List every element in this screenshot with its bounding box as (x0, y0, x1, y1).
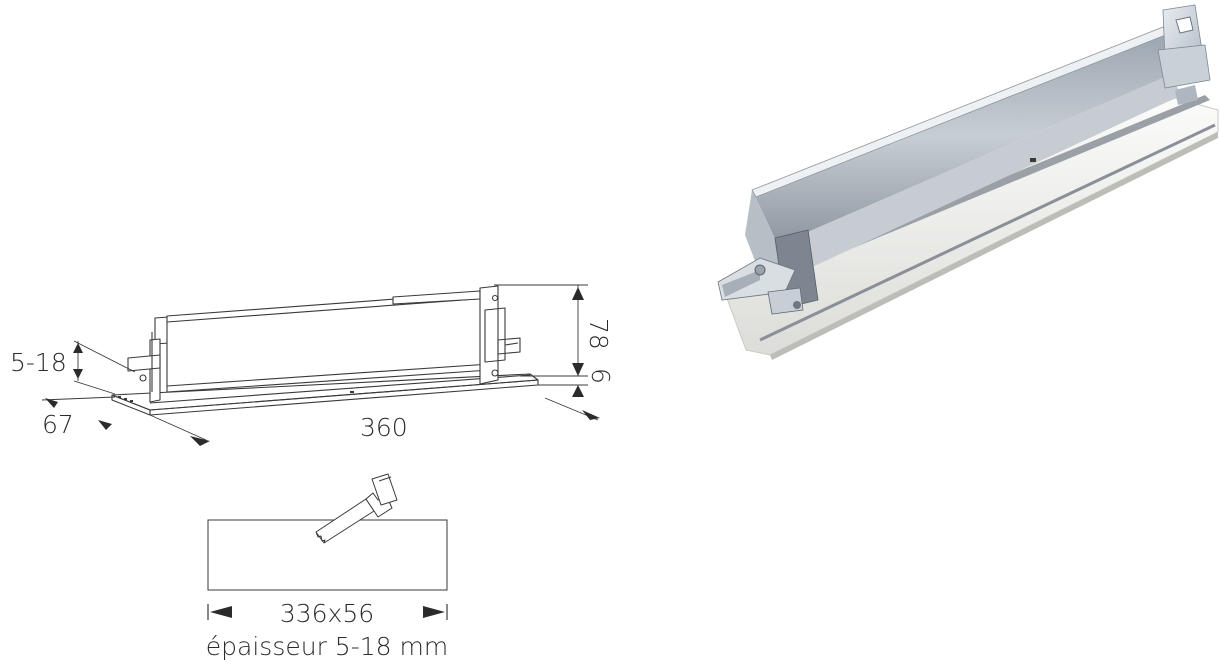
dim-base-thickness-label: 6 (586, 368, 615, 384)
technical-drawing (41, 284, 600, 446)
dim-length-label: 360 (360, 413, 408, 442)
dimension-arrows (45, 287, 600, 446)
cutout-thickness-label: épaisseur 5-18 mm (206, 632, 448, 661)
dim-height-label: 78 (584, 318, 613, 350)
product-photo (717, 4, 1219, 360)
housing-box (127, 285, 521, 403)
cutout-template: 336x56 épaisseur 5-18 mm (206, 473, 448, 661)
dim-depth-label: 67 (42, 410, 74, 439)
dim-clamp-range-label: 5-18 (10, 348, 67, 377)
cutout-width-arrows (207, 604, 448, 620)
saw-icon (315, 473, 398, 544)
cutout-size-label: 336x56 (280, 599, 374, 628)
